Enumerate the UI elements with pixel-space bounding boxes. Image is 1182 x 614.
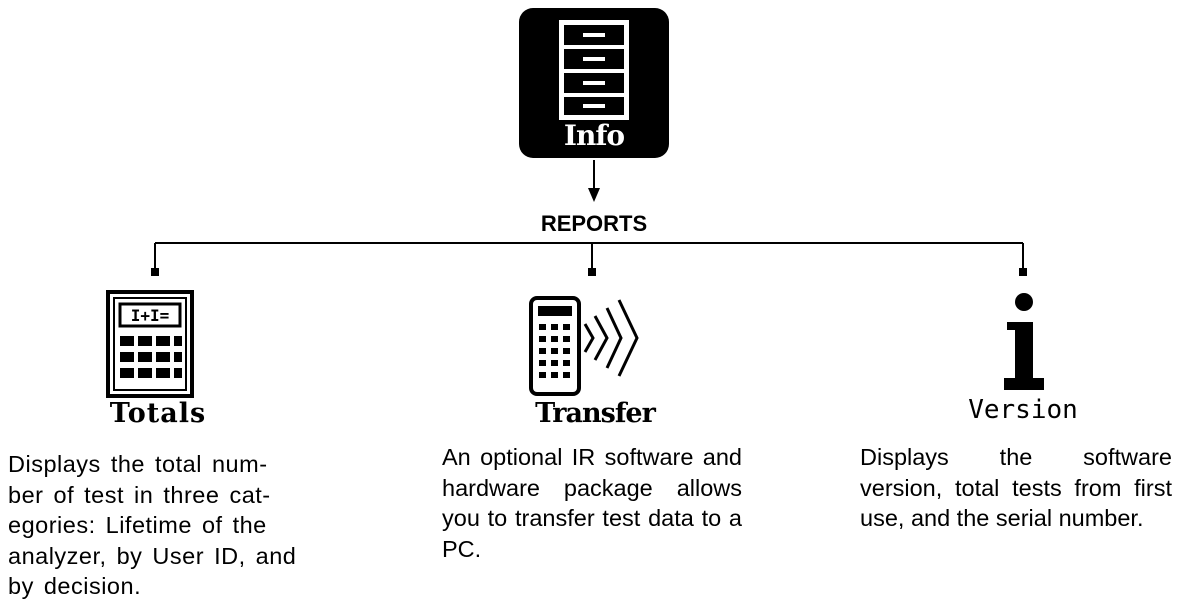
totals-description: Displays the total num- ber of test in t… — [8, 451, 297, 599]
transfer-label: Transfer — [535, 398, 656, 429]
version-label: Version — [968, 395, 1078, 425]
totals-label: Totals — [109, 398, 207, 429]
transfer-description: An optional IR software and hardware pac… — [442, 444, 742, 562]
info-label: Info — [563, 119, 625, 152]
info-i-icon[interactable] — [998, 292, 1050, 392]
arrow-head — [588, 188, 600, 202]
calculator-icon[interactable]: I+I= — [106, 290, 194, 398]
info-icon[interactable]: Info — [519, 8, 669, 158]
version-description: Displays the software version, total tes… — [860, 444, 1172, 531]
reports-menu-title: REPORTS — [540, 211, 648, 236]
ir-transfer-icon[interactable] — [527, 290, 657, 400]
calculator-display: I+I= — [131, 306, 170, 325]
file-cabinet-icon — [559, 20, 629, 120]
